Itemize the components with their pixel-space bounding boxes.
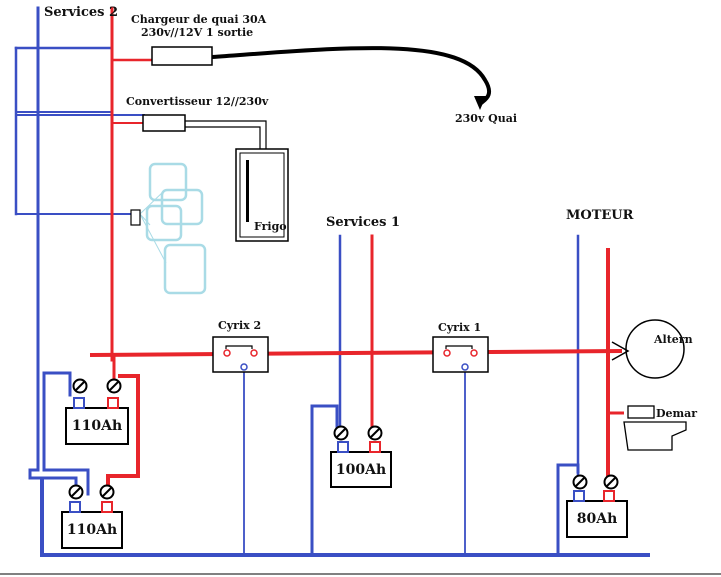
moteur-label: MOTEUR	[566, 208, 634, 223]
fuse-icon	[572, 474, 619, 490]
battery4-negative-loop	[556, 463, 580, 557]
services1-label: Services 1	[326, 215, 401, 230]
battery1-negative-loop	[42, 371, 90, 496]
battery4-label: 80Ah	[576, 511, 618, 527]
cyrix2-label: Cyrix 2	[218, 319, 262, 332]
fuse-icon	[68, 484, 115, 500]
converter-output-cable	[185, 126, 261, 150]
positive-wiring	[89, 6, 623, 496]
battery3-negative-loop	[310, 404, 339, 557]
services2-label: Services 2	[44, 5, 119, 20]
lights-icon	[139, 162, 207, 295]
main-positive-bus	[89, 348, 623, 358]
battery1-label: 110Ah	[71, 418, 123, 434]
converter-label: Convertisseur 12//230v	[126, 95, 269, 108]
battery-icon	[330, 425, 392, 488]
fridge-icon	[235, 148, 289, 242]
charger-label-line2: 230v//12V 1 sortie	[141, 26, 254, 39]
fuse-icon	[72, 378, 122, 394]
cyrix2-switch-icon	[212, 336, 269, 373]
converter-output-cable	[185, 120, 267, 150]
cyrix1-switch-icon	[432, 336, 489, 373]
battery-icon	[566, 474, 628, 538]
charger-label-line1: Chargeur de quai 30A	[131, 13, 267, 26]
starter-motor-icon	[610, 405, 687, 451]
alternator-icon	[611, 319, 685, 379]
fuse-icon	[333, 425, 383, 441]
converter-icon	[142, 114, 186, 132]
fridge-label: Frigo	[254, 220, 287, 233]
quai-label: 230v Quai	[455, 112, 518, 125]
cyrix1-label: Cyrix 1	[438, 321, 482, 334]
starter-label: Demar	[656, 407, 698, 420]
battery1-battery2-link	[106, 374, 140, 496]
negative-wiring	[14, 6, 650, 557]
quai-cable	[211, 46, 491, 110]
common-negative-bus	[40, 478, 650, 557]
battery3-label: 100Ah	[335, 462, 387, 478]
battery-icon	[65, 378, 129, 445]
battery2-label: 110Ah	[66, 522, 118, 538]
battery2-negative-lead	[28, 468, 78, 497]
lights-switch-icon	[130, 209, 141, 226]
battery-icon	[61, 484, 123, 549]
plug-icon	[474, 96, 486, 110]
alternator-label: Altern	[654, 333, 693, 346]
charger-icon	[151, 46, 213, 66]
